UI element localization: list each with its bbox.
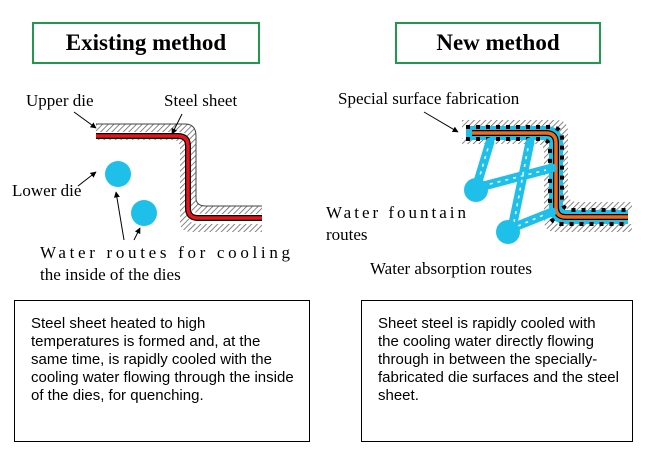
existing-method-title: Existing method [32,22,260,64]
water-fountain-label-line2: routes [326,225,368,244]
existing-method-description: Steel sheet heated to high temperatures … [14,300,310,442]
water-routes-new [471,137,557,233]
new-die-diagram: Special surface fabrication Water founta… [326,89,632,278]
lower-die-label: Lower die [12,181,81,200]
lower-die-shape-new [462,138,632,232]
water-route-circle [105,161,131,187]
special-surface-pattern [466,125,628,212]
steel-sheet-label: Steel sheet [164,91,237,110]
process-diagram: Upper die Steel sheet Lower die Water ro… [12,89,632,284]
new-method-description: Sheet steel is rapidly cooled with the c… [361,300,633,442]
water-fountain-circle [464,178,488,202]
existing-die-diagram: Upper die Steel sheet Lower die Water ro… [12,91,290,284]
water-fountain-label-line1: Water fountain [326,203,467,222]
water-routes-label-line1: Water routes for cooling [40,243,290,262]
water-routes-label-line2: the inside of the dies [40,265,181,284]
new-method-title: New method [395,22,601,64]
water-absorption-circle [496,220,520,244]
water-absorption-label: Water absorption routes [370,259,532,278]
upper-die-label: Upper die [26,91,94,110]
special-surface-label: Special surface fabrication [338,89,520,108]
water-route-circle [131,200,157,226]
